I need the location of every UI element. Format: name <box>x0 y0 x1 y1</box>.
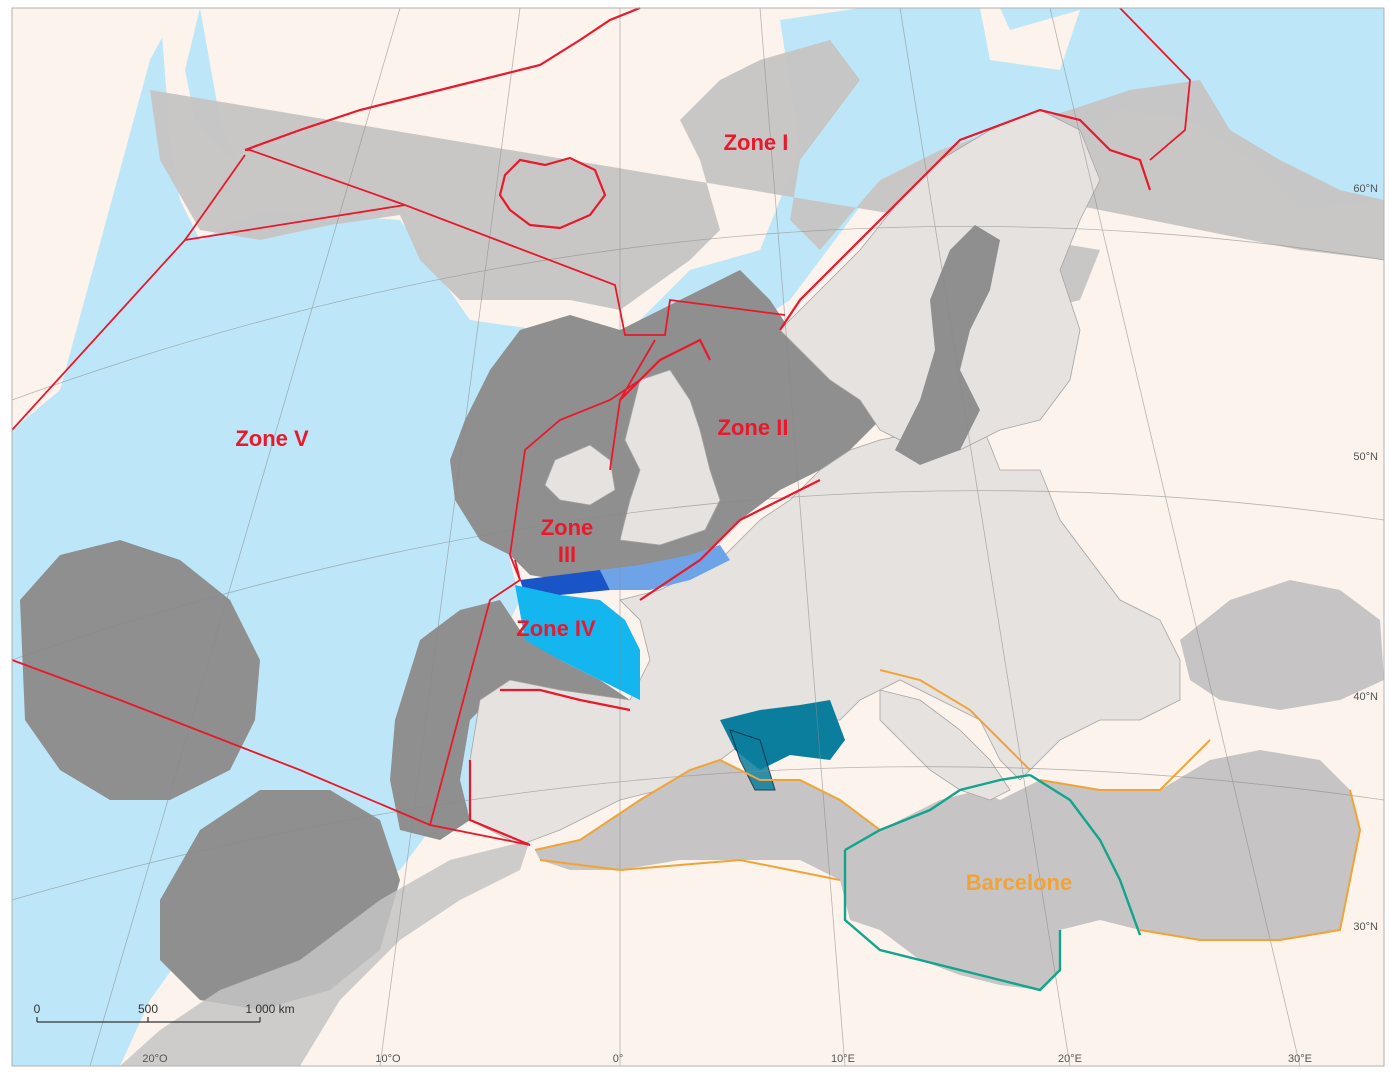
zone-3-label-line2: III <box>558 542 576 567</box>
eez-north <box>150 40 1384 320</box>
mediterranean-sea <box>535 750 1360 990</box>
sardinia-hatched <box>729 729 776 791</box>
azores-eez <box>20 540 260 800</box>
lon-label-20e: 20°E <box>1058 1053 1082 1065</box>
black-sea <box>1180 580 1384 710</box>
scale-bar: 0 500 1 000 km <box>34 1002 295 1023</box>
zone-boundaries <box>11 7 1191 846</box>
zone-1-label: Zone I <box>724 130 789 155</box>
lat-label-30n: 30°N <box>1353 921 1378 933</box>
biscay-zone-cyan <box>515 585 640 700</box>
coastline-red <box>244 6 1152 847</box>
lon-label-20w: 20°O <box>142 1053 168 1065</box>
lon-label-30e: 30°E <box>1288 1053 1312 1065</box>
lon-label-10e: 10°E <box>831 1053 855 1065</box>
atlantic-ocean <box>12 8 1384 1066</box>
great-britain <box>619 369 721 546</box>
zone-dark-biscay <box>390 600 630 840</box>
baltic-sea <box>895 225 1000 465</box>
teal-boundaries <box>843 773 1142 992</box>
channel-zone-dark <box>520 570 610 595</box>
barcelone-label: Barcelone <box>966 870 1072 895</box>
lat-label-60n: 60°N <box>1353 183 1378 195</box>
barcelona-boundary <box>534 669 1362 941</box>
lat-label-50n: 50°N <box>1353 451 1378 463</box>
zone-3-label-line1: Zone <box>541 515 594 540</box>
lon-label-10w: 10°O <box>375 1053 401 1065</box>
zone-2-label: Zone II <box>718 415 789 440</box>
scale-tick-1000: 1 000 km <box>245 1002 294 1016</box>
scale-tick-0: 0 <box>34 1002 41 1016</box>
africa-coastal-band <box>120 840 530 1066</box>
ireland <box>544 444 616 506</box>
zone-4-label: Zone IV <box>516 616 596 641</box>
zone-5-label: Zone V <box>235 426 309 451</box>
scale-tick-500: 500 <box>138 1002 158 1016</box>
italy <box>879 689 1011 801</box>
lon-label-0: 0° <box>613 1053 624 1065</box>
channel-zone-mid <box>600 545 730 590</box>
lat-label-40n: 40°N <box>1353 691 1378 703</box>
map-border <box>11 7 1385 1067</box>
